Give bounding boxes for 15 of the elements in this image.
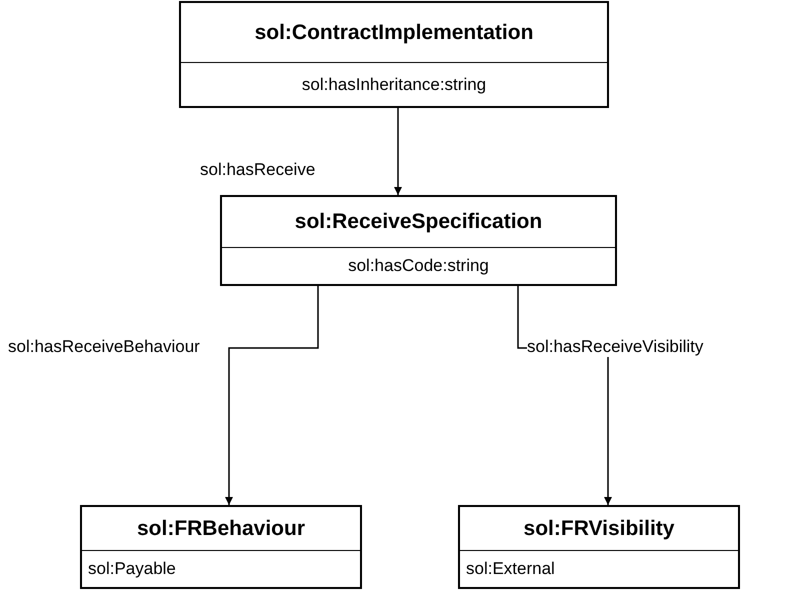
class-name: sol:FRVisibility: [524, 516, 674, 540]
class-box: [179, 1, 609, 108]
class-name: sol:ContractImplementation: [254, 20, 534, 44]
class-attribute: sol:hasInheritance:string: [302, 74, 486, 94]
class-attribute: sol:hasCode:string: [348, 256, 489, 276]
class-name: sol:ReceiveSpecification: [294, 210, 542, 234]
edge-label: sol:hasReceiveVisibility: [527, 337, 704, 357]
arrow: [225, 286, 319, 505]
class-box: [80, 505, 362, 589]
class-attribute: sol:Payable: [88, 559, 176, 579]
class-attribute: sol:External: [466, 559, 555, 579]
class-name: sol:FRBehaviour: [136, 516, 306, 540]
class-box: [220, 195, 617, 286]
arrow: [394, 108, 402, 195]
class-box: [458, 505, 740, 589]
